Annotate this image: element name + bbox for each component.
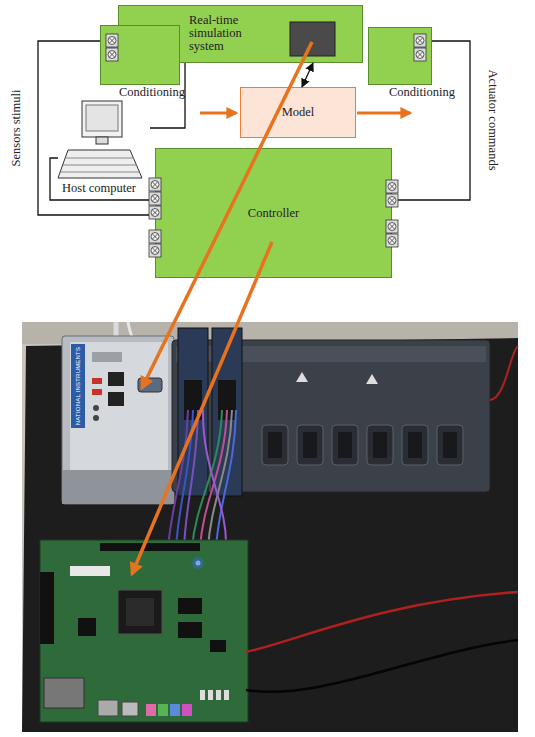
signal-label: Sensors stimuli	[9, 90, 24, 167]
button	[93, 405, 99, 411]
chip-die	[126, 598, 154, 626]
ethernet-port	[108, 372, 124, 386]
monitor	[82, 101, 122, 137]
mapping-arrow	[142, 42, 312, 388]
usb-port	[122, 702, 138, 716]
usb-port	[92, 389, 102, 395]
led-glow	[192, 557, 204, 569]
chip	[78, 618, 96, 636]
photo-background	[22, 322, 518, 732]
empty-slots	[262, 425, 463, 465]
vga-port	[44, 678, 84, 708]
mapping-arrow	[132, 242, 272, 574]
signal-arrow	[357, 112, 410, 115]
wire	[392, 41, 470, 200]
host-computer-icon	[58, 101, 142, 178]
screen	[86, 105, 118, 131]
host-computer: Host computer	[58, 98, 150, 198]
wire	[150, 63, 185, 128]
node-text: Conditioning	[389, 85, 455, 100]
data-arrow	[302, 63, 313, 87]
slot-sockets	[268, 432, 457, 458]
warning-mark	[296, 372, 308, 382]
monitor-stand	[96, 137, 108, 144]
node-text: Real-time simulation system	[189, 14, 263, 53]
node-text: Host computer	[62, 181, 136, 196]
crio-controller	[62, 336, 174, 504]
signal-arrow	[200, 112, 236, 115]
fpga-chip	[118, 590, 162, 634]
brand-strip	[71, 344, 85, 428]
chip	[210, 640, 226, 652]
node-text: Controller	[248, 206, 299, 221]
audio-jack	[158, 704, 168, 716]
node-text: Conditioning	[119, 85, 185, 100]
hdmi-port	[98, 700, 118, 716]
ethernet-port	[108, 392, 124, 406]
audio-jack	[170, 704, 180, 716]
wire	[38, 41, 155, 215]
audio-jack	[182, 704, 192, 716]
board-sticker	[70, 566, 110, 576]
processor-block	[290, 22, 335, 56]
warning-mark	[366, 374, 378, 384]
led	[196, 561, 201, 566]
signal-label: Actuator commands	[485, 69, 500, 170]
foam-mat	[22, 338, 518, 732]
photo	[22, 322, 518, 732]
wire	[50, 158, 155, 200]
model-box: Model	[240, 87, 356, 138]
button	[93, 415, 99, 421]
controller-base	[62, 470, 174, 504]
keyboard-keys	[61, 158, 139, 172]
keyboard	[58, 150, 142, 178]
device-brand: NATIONAL INSTRUMENTS	[75, 347, 81, 425]
terminal-blocks	[106, 34, 426, 257]
usb-port	[92, 378, 102, 384]
node-text: Model	[282, 105, 315, 120]
audio-jack	[146, 704, 156, 716]
pin-header	[100, 543, 200, 551]
fmc-connector	[40, 572, 54, 644]
memory-chip	[178, 598, 202, 614]
led-panel	[92, 352, 122, 362]
controller-box: Controller	[155, 148, 392, 278]
memory-chip	[178, 622, 202, 638]
power-wire	[246, 592, 518, 652]
switches	[200, 690, 229, 700]
power-wire	[246, 640, 518, 692]
power-wire	[490, 346, 518, 400]
fpga-board	[40, 540, 248, 722]
ribbon-wires	[168, 410, 236, 548]
